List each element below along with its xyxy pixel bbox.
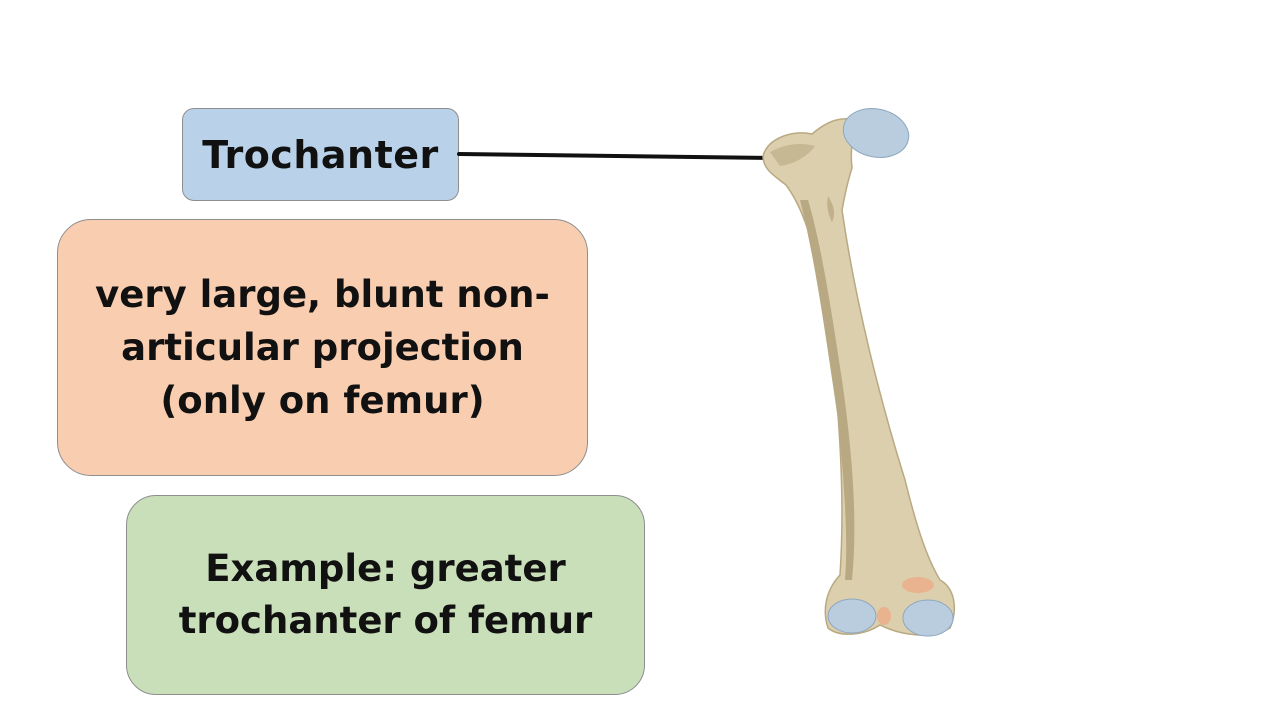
definition-line-2: articular projection xyxy=(121,326,524,369)
definition-box: very large, blunt non- articular project… xyxy=(57,219,588,476)
femoral-head xyxy=(842,108,910,158)
example-line-2: trochanter of femur xyxy=(178,599,593,642)
term-label: Trochanter xyxy=(202,132,439,177)
lateral-condyle xyxy=(902,599,954,637)
definition-line-3: (only on femur) xyxy=(160,379,485,422)
definition-line-1: very large, blunt non- xyxy=(95,273,550,316)
term-box: Trochanter xyxy=(182,108,459,201)
medial-condyle xyxy=(827,598,877,634)
femur-bone-icon xyxy=(762,108,956,637)
femur-shaft xyxy=(762,118,956,636)
example-box: Example: greater trochanter of femur xyxy=(126,495,645,695)
leader-line-stroke xyxy=(457,152,770,160)
femur-articular-surfaces xyxy=(827,108,954,637)
example-line-1: Example: greater xyxy=(205,547,566,590)
